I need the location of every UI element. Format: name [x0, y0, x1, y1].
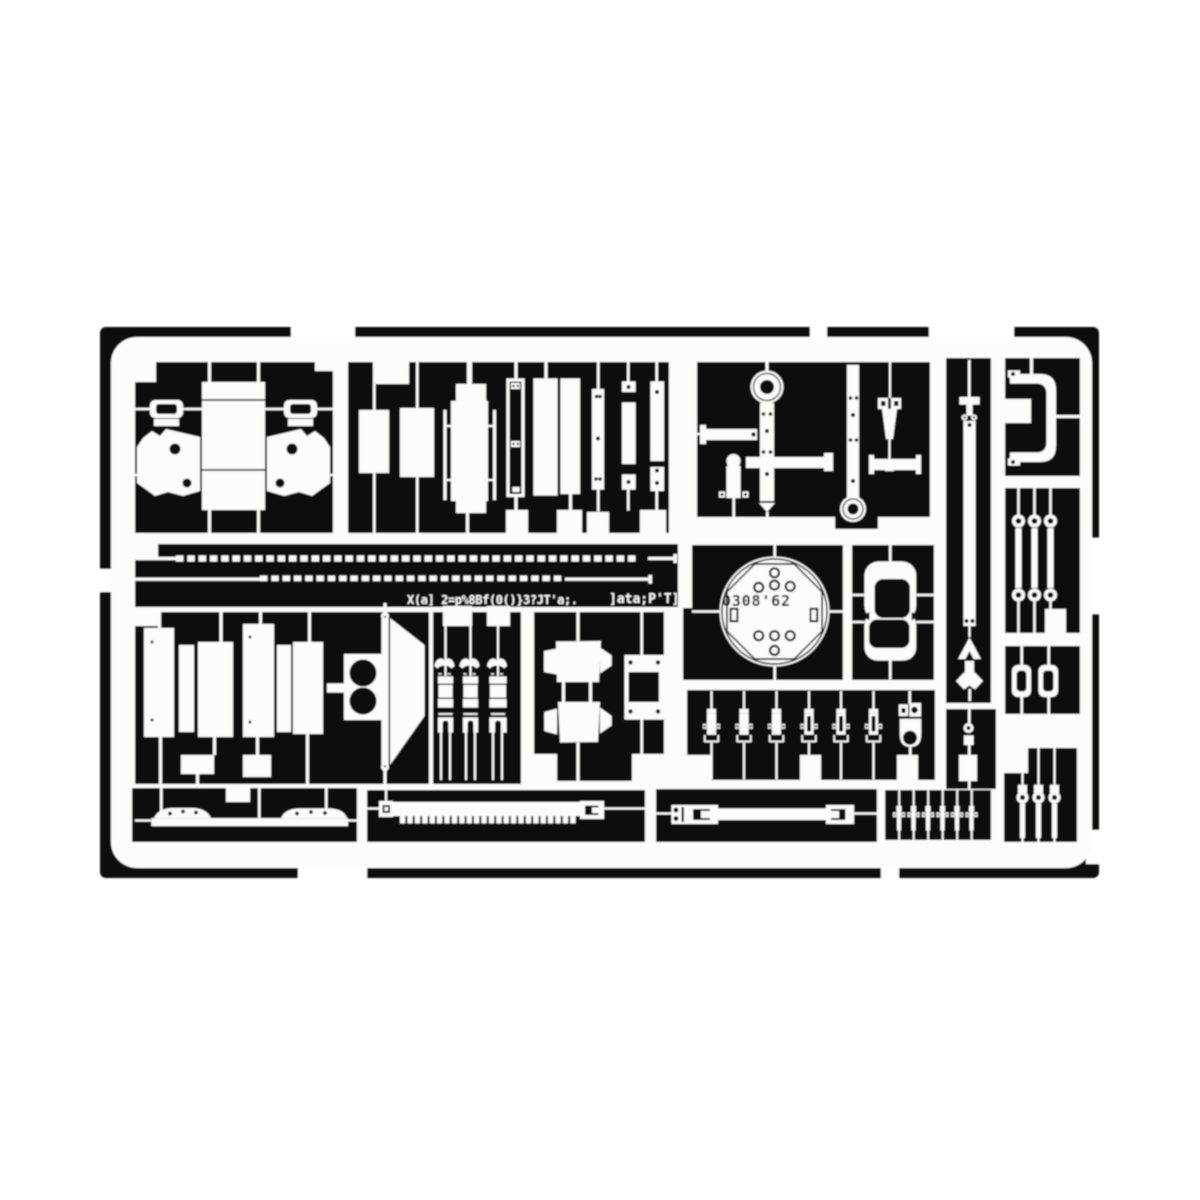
panel-cutout	[374, 362, 409, 384]
part-bracket-assembly	[135, 362, 333, 533]
part-towbar-3	[869, 455, 921, 474]
part-pin-rings-1	[1012, 488, 1025, 633]
part-buckle-ring	[852, 545, 934, 680]
panel-cutout	[1045, 609, 1066, 633]
part-hatch-tabs	[562, 612, 592, 781]
part-hatch-1	[544, 641, 612, 682]
part-saw-strip-1	[135, 554, 677, 563]
fret-marking-middle: ]ata;P'T]	[609, 592, 679, 607]
part-cylinder	[719, 454, 749, 517]
part-padlock	[898, 691, 922, 755]
part-dotted-strip	[592, 362, 604, 512]
panel-cutout	[557, 510, 582, 533]
part-comb-block-1	[443, 606, 472, 626]
part-rocket	[956, 637, 983, 701]
part-comb-3	[487, 626, 507, 780]
part-t-handle	[959, 360, 980, 421]
part-long-pin-1	[759, 403, 775, 519]
part-ladder-strip	[506, 362, 525, 510]
part-clamp-2	[735, 691, 753, 780]
panel-cutout	[640, 510, 666, 533]
part-small-eye	[959, 709, 977, 789]
part-br-strip-2	[1032, 748, 1045, 842]
panel-cutout	[135, 612, 158, 626]
panel-cutout	[429, 612, 433, 784]
fret-root: X(a] 2=p%8Bf(0()}3?JT'a;. ]ata;P'T] 0308'6…	[85, 327, 1100, 878]
part-pin-rings-2	[1028, 488, 1041, 633]
part-clamp-1	[703, 691, 720, 780]
panel-cutout	[506, 510, 528, 533]
fret-marking-left: X(a] 2=p%8Bf(0()}3?JT'a;.	[407, 593, 578, 607]
part-pin-rings-3	[1044, 488, 1057, 633]
part-flat-strip-3	[533, 362, 558, 496]
part-pennant	[381, 603, 425, 784]
part-stowage-box-1	[144, 612, 233, 784]
panel-cutout	[534, 754, 557, 781]
part-turret-ring	[692, 545, 843, 680]
panel-saw-strips	[135, 544, 678, 607]
part-segmented-strip-2	[650, 362, 664, 510]
part-clamp-bracket-large	[1005, 358, 1080, 466]
panel-cutout	[135, 544, 158, 558]
part-stowage-box-2	[243, 612, 323, 784]
part-br-strip-3	[1048, 748, 1061, 842]
part-fender-strip	[135, 788, 357, 827]
part-flat-strip-4	[560, 378, 580, 510]
panel-cutout	[315, 362, 333, 371]
panel-cutout	[226, 788, 250, 802]
panel-cutout	[687, 755, 711, 780]
part-dotted-strip-2	[840, 365, 866, 522]
part-square-frame	[624, 612, 664, 781]
part-hull-plate	[443, 362, 496, 533]
part-comb-2	[459, 607, 480, 780]
part-br-strip-1	[1016, 773, 1029, 842]
part-clamp-4	[800, 691, 818, 780]
part-twin-holes-box	[327, 654, 382, 720]
panel-cutout	[632, 754, 664, 781]
part-mini-comb	[893, 790, 978, 840]
part-clamp-5	[832, 691, 850, 780]
part-tow-ring	[750, 362, 784, 404]
part-clamp-3	[768, 691, 785, 780]
panel-cutout	[587, 512, 609, 533]
part-towbar-1	[697, 425, 757, 444]
part-antenna-rod	[963, 421, 976, 637]
part-hatch-2	[544, 702, 612, 743]
part-comb-1	[434, 626, 455, 780]
part-d-ring-1	[1012, 646, 1031, 714]
part-flat-panel-1	[359, 362, 389, 533]
panel-cutout	[135, 362, 156, 382]
fret-marking-disc: 0308'62	[722, 592, 791, 610]
part-segmented-strip-1	[622, 362, 636, 511]
panel-cutout	[683, 545, 692, 608]
panel-cutout	[800, 755, 821, 780]
part-d-ring-2	[1038, 646, 1058, 714]
part-comb-block-2	[487, 606, 510, 626]
part-towbar-2	[746, 453, 833, 471]
part-shackle-pin	[878, 362, 901, 471]
panel-cutout	[897, 755, 918, 780]
part-clamp-6	[865, 691, 882, 780]
part-long-bar	[656, 805, 877, 824]
part-saw-bar	[367, 790, 645, 824]
part-saw-strip-2	[135, 575, 652, 584]
part-flat-panel-2	[400, 362, 434, 533]
